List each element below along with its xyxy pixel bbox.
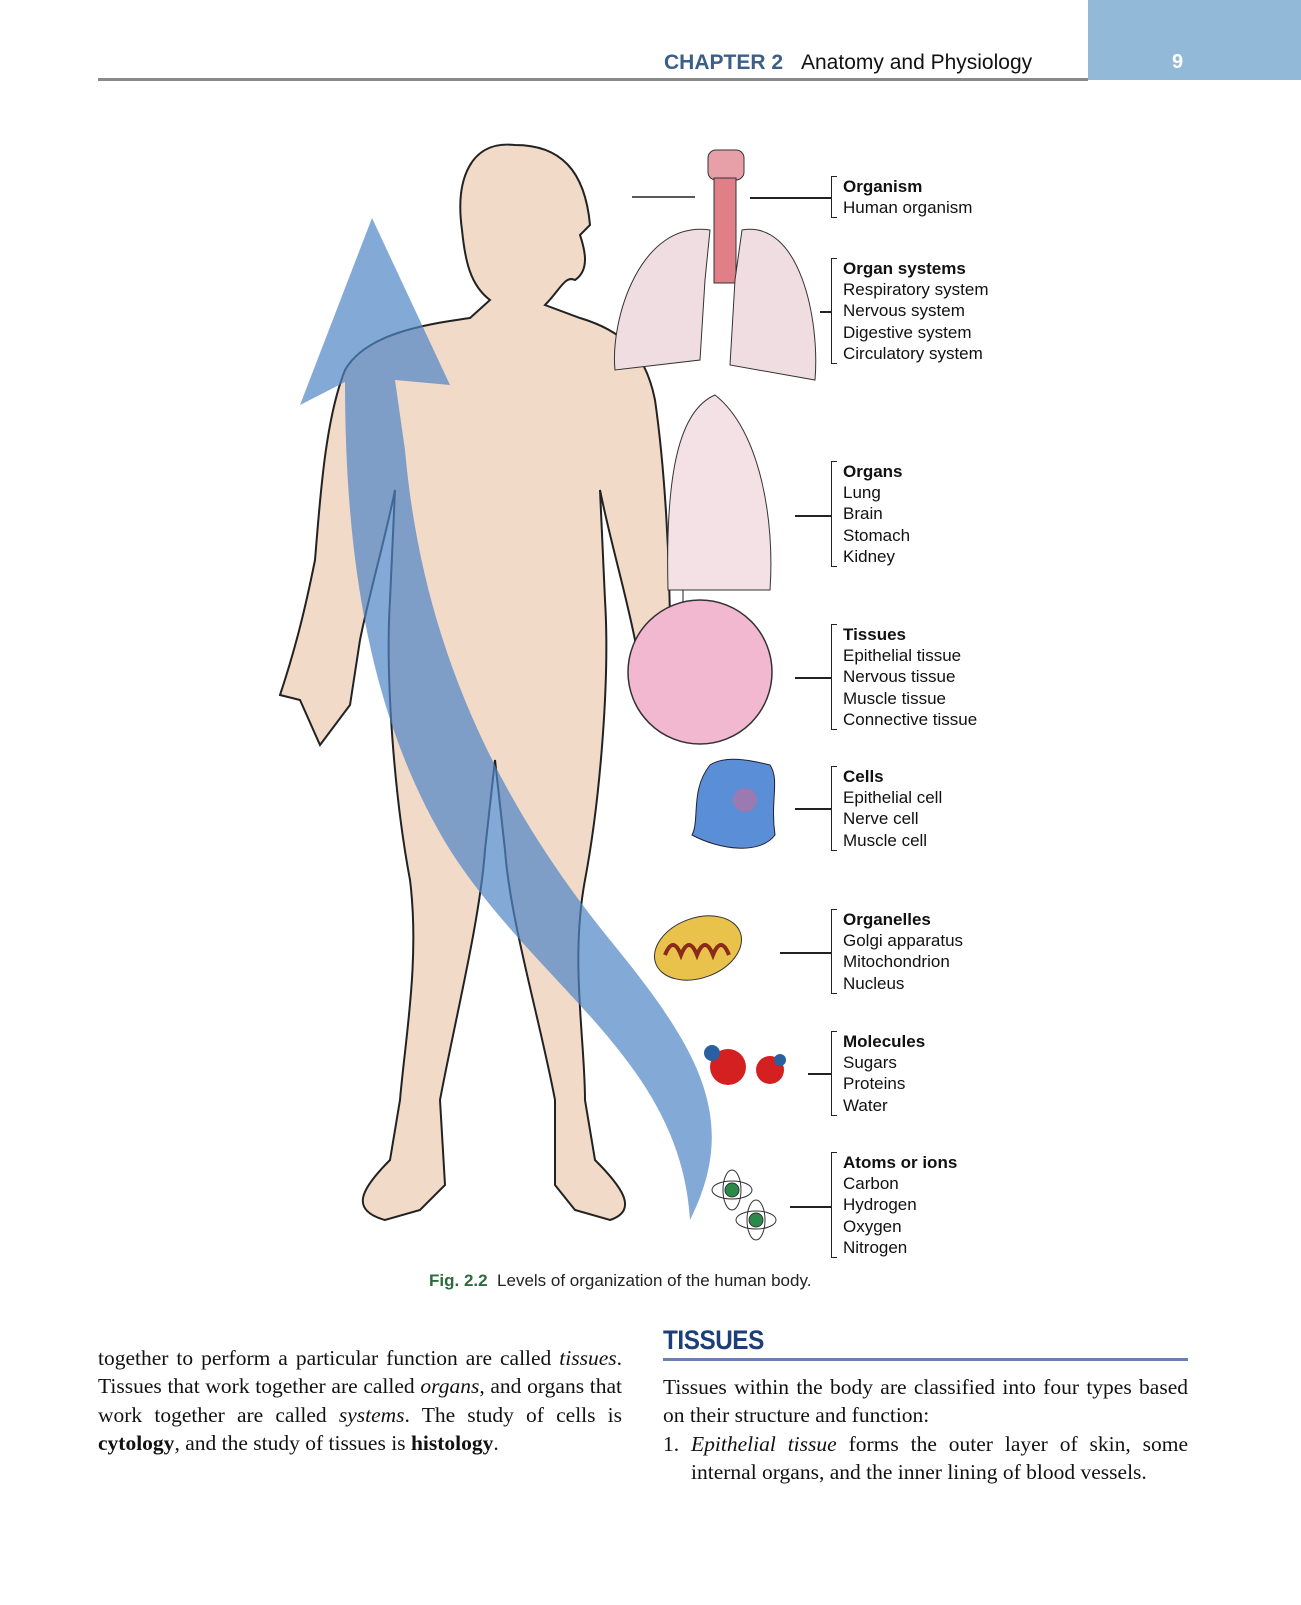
connector-line: [795, 515, 831, 517]
level-item: Kidney: [843, 546, 895, 566]
connector-line: [808, 1073, 831, 1075]
heading-rule: [663, 1358, 1188, 1361]
level-item: Brain: [843, 504, 883, 524]
tissue-illustration: [627, 599, 773, 745]
trachea-lungs-illustration: [613, 149, 817, 381]
level-item: Nucleus: [843, 973, 905, 993]
level-item: Digestive system: [843, 322, 972, 342]
level-item: Nervous system: [843, 301, 965, 321]
level-item: Circulatory system: [843, 343, 983, 363]
level-item: Nerve cell: [843, 809, 919, 829]
cell-illustration: [691, 758, 776, 849]
upward-arrow: [300, 218, 712, 1220]
level-item: Respiratory system: [843, 280, 989, 300]
page-number: 9: [1172, 51, 1184, 73]
level-item: Epithelial tissue: [843, 646, 962, 666]
level-item: Muscle cell: [843, 830, 928, 850]
level-item: Oxygen: [843, 1216, 902, 1236]
level-item: Carbon: [843, 1174, 899, 1194]
connector-line: [750, 197, 831, 199]
level-item: Golgi apparatus: [843, 931, 964, 951]
caption-text: Levels of organization of the human body…: [497, 1271, 812, 1290]
level-item: Lung: [843, 483, 881, 503]
connector-line: [795, 677, 831, 679]
list-item: 1. Epithelial tissue forms the outer lay…: [663, 1431, 1188, 1484]
level-item: Water: [843, 1095, 888, 1115]
level-item: Nitrogen: [843, 1237, 908, 1257]
caption-label: Fig. 2.2: [429, 1271, 488, 1290]
level-item: Human organism: [843, 198, 973, 218]
level-item: Hydrogen: [843, 1195, 917, 1215]
intro-paragraph: Tissues within the body are classified i…: [663, 1375, 1188, 1428]
level-item: Connective tissue: [843, 709, 978, 729]
lung-illustration: [667, 394, 772, 591]
level-title: Molecules: [843, 1032, 926, 1051]
chapter-title: Anatomy and Physiology: [801, 51, 1033, 74]
connector-line: [790, 1206, 831, 1208]
levels-figure: [278, 143, 817, 1241]
level-title: Organelles: [843, 910, 931, 929]
chapter-label: CHAPTER 2: [664, 51, 784, 74]
level-title: Organism: [843, 177, 923, 196]
level-title: Cells: [843, 767, 884, 786]
right-column-text: Tissues within the body are classified i…: [663, 1373, 1188, 1486]
level-title: Organs: [843, 462, 903, 481]
connector-line: [820, 311, 831, 313]
page-number-tab: [1088, 0, 1301, 80]
connector-line: [780, 952, 831, 954]
level-item: Sugars: [843, 1053, 897, 1073]
figure-caption: Fig. 2.2 Levels of organization of the h…: [429, 1271, 811, 1291]
level-item: Mitochondrion: [843, 952, 950, 972]
atoms-illustration: [711, 1169, 777, 1241]
molecules-illustration: [704, 1045, 786, 1085]
level-title: Tissues: [843, 625, 907, 644]
level-item: Proteins: [843, 1074, 906, 1094]
level-item: Muscle tissue: [843, 688, 946, 708]
level-title: Organ systems: [843, 259, 966, 278]
level-item: Nervous tissue: [843, 667, 956, 687]
section-heading: TISSUES: [663, 1325, 764, 1355]
level-title: Atoms or ions: [843, 1153, 958, 1172]
left-column-text: together to perform a particular functio…: [98, 1346, 623, 1455]
header-rule: [98, 78, 1088, 81]
mitochondrion-illustration: [653, 915, 743, 981]
level-item: Stomach: [843, 525, 911, 545]
level-item: Epithelial cell: [843, 788, 943, 808]
connector-line: [795, 808, 831, 810]
